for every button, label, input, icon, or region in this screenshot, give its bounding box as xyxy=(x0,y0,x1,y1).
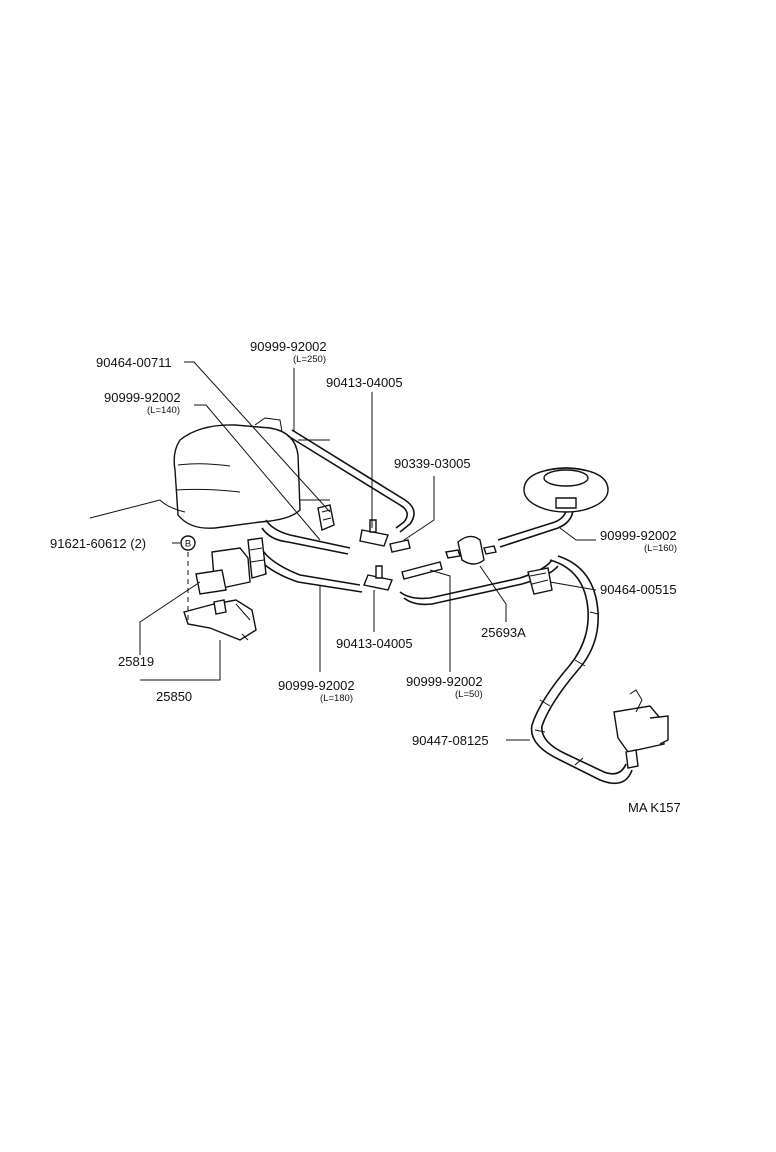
long-hose-90447 xyxy=(530,555,633,785)
vacuum-canister xyxy=(523,467,609,513)
label-90999-92002-a-length: (L=250) xyxy=(293,354,326,365)
label-90999-92002-d-length: (L=180) xyxy=(320,693,353,704)
label-90464-00711: 90464-00711 xyxy=(96,355,172,370)
label-90999-92002-e: 90999-92002 xyxy=(406,674,483,689)
label-90999-92002-c: 90999-92002 xyxy=(600,528,677,543)
vsv-25819 xyxy=(195,537,267,595)
sensor-25850 xyxy=(183,599,257,641)
label-90464-00515: 90464-00515 xyxy=(600,582,677,597)
label-25850: 25850 xyxy=(156,689,192,704)
label-90999-92002-b: 90999-92002 xyxy=(104,390,181,405)
label-25819: 25819 xyxy=(118,654,154,669)
vsv-right xyxy=(613,689,669,769)
hose-l250 xyxy=(287,429,415,533)
filter-25693A xyxy=(445,535,497,565)
label-90413-04005-a: 90413-04005 xyxy=(326,375,403,390)
label-90999-92002-c-length: (L=160) xyxy=(644,543,677,554)
engine-block-outline xyxy=(89,417,330,529)
label-90413-04005-b: 90413-04005 xyxy=(336,636,413,651)
hose-l140 xyxy=(261,519,351,555)
hose-l50 xyxy=(401,561,443,580)
hose-l160 xyxy=(497,507,574,548)
clamp-90464-00711 xyxy=(317,504,335,531)
hose-to-25693A xyxy=(399,559,559,606)
plug-90339-03005 xyxy=(389,539,411,553)
label-90999-92002-b-length: (L=140) xyxy=(147,405,180,416)
label-25693A: 25693A xyxy=(481,625,526,640)
connector-90413-04005-upper xyxy=(359,519,389,547)
label-90339-03005: 90339-03005 xyxy=(394,456,471,471)
label-90999-92002-d: 90999-92002 xyxy=(278,678,355,693)
clamp-90464-00515 xyxy=(527,567,553,595)
leader-lines xyxy=(139,361,597,741)
marker-b: B xyxy=(185,539,191,550)
label-90999-92002-a: 90999-92002 xyxy=(250,339,327,354)
figure-code: MA K157 xyxy=(628,800,681,815)
label-90447-08125: 90447-08125 xyxy=(412,733,489,748)
label-91621-60612: 91621-60612 (2) xyxy=(50,536,146,551)
marker-b-circle xyxy=(180,535,196,551)
label-90999-92002-e-length: (L=50) xyxy=(455,689,483,700)
connector-90413-04005-lower xyxy=(363,565,393,591)
